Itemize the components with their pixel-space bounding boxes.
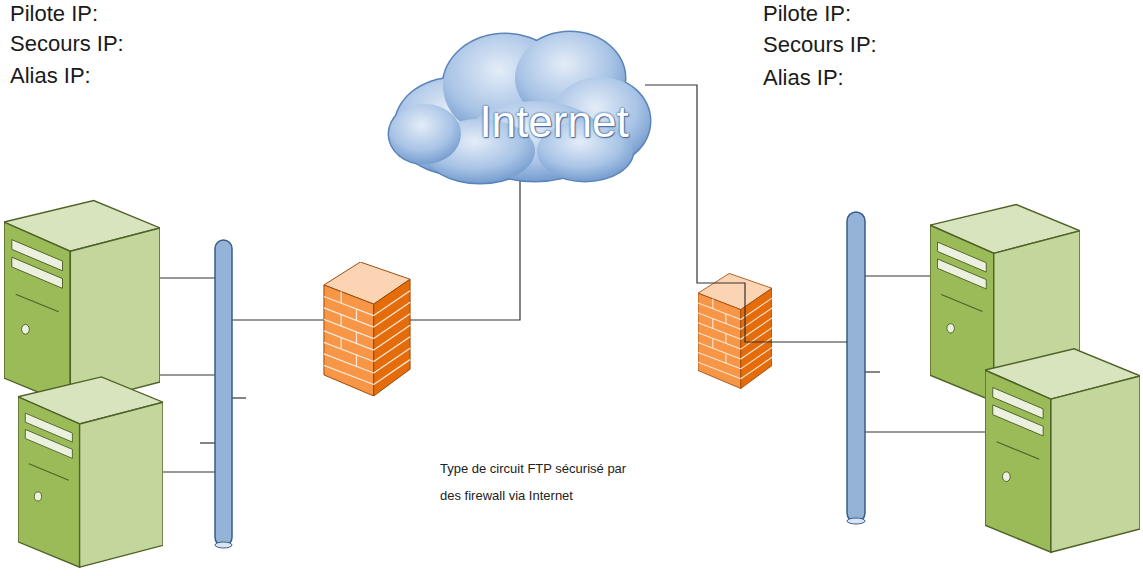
- network-bus: [847, 212, 865, 522]
- ip-field-label: Alias IP:: [763, 65, 844, 91]
- server: [985, 349, 1140, 552]
- ip-field-label: Secours IP:: [10, 31, 124, 57]
- network-wire: [697, 262, 847, 342]
- firewall: [698, 273, 772, 388]
- server: [18, 377, 163, 567]
- ip-field-label: Alias IP:: [10, 63, 91, 89]
- ip-field-label: Secours IP:: [763, 32, 877, 58]
- server: [4, 201, 160, 406]
- ip-field-label: Pilote IP:: [10, 1, 98, 27]
- internet-cloud: Internet: [385, 16, 653, 188]
- ip-field-label: Pilote IP:: [763, 1, 851, 27]
- network-wires: [160, 85, 1015, 472]
- cloud-label: Internet: [479, 97, 628, 147]
- firewall: [324, 262, 410, 396]
- network-bus: [215, 240, 232, 546]
- caption-note: Type de circuit FTP sécurisé par des fir…: [440, 455, 635, 509]
